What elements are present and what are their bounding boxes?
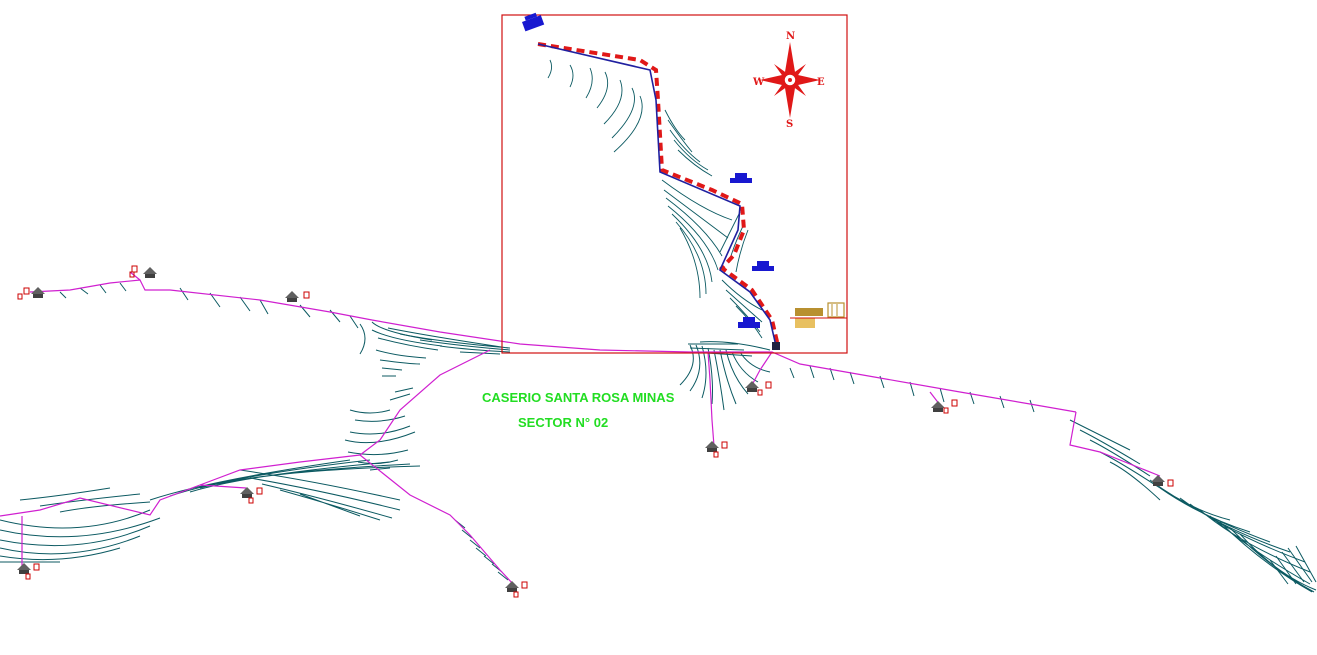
house-icon bbox=[129, 265, 157, 278]
house-icon bbox=[705, 441, 728, 458]
inset-frame bbox=[501, 14, 848, 354]
map-subtitle: SECTOR N° 02 bbox=[518, 415, 609, 430]
compass-west-label: W bbox=[752, 77, 765, 88]
house-icon bbox=[240, 487, 263, 504]
house-icon bbox=[1151, 475, 1174, 487]
reservoir-icon bbox=[752, 261, 774, 271]
map-title: CASERIO SANTA ROSA MINAS bbox=[482, 390, 675, 405]
building-icon bbox=[790, 302, 847, 328]
water-tank-icon bbox=[730, 173, 752, 183]
distribution-network bbox=[0, 271, 1161, 586]
house-icon bbox=[931, 399, 958, 414]
compass-north-label: N bbox=[786, 31, 795, 42]
house-markers bbox=[17, 265, 1174, 598]
tank-icon-lower bbox=[738, 317, 760, 328]
inset-contours bbox=[547, 59, 763, 339]
compass-east-label: E bbox=[817, 77, 825, 88]
house-icon bbox=[745, 381, 772, 396]
house-icon bbox=[17, 287, 45, 300]
intake-structure-icon bbox=[522, 12, 545, 32]
compass-south-label: S bbox=[786, 119, 793, 130]
house-icon bbox=[505, 581, 528, 598]
inset-pipe-line bbox=[537, 43, 777, 347]
house-icon bbox=[285, 291, 310, 302]
house-icon bbox=[17, 563, 40, 580]
north-arrow-icon: N S E W bbox=[752, 31, 825, 130]
inset-proposed-route bbox=[537, 42, 780, 347]
route-end-marker bbox=[772, 342, 780, 350]
contour-lines bbox=[0, 282, 1317, 593]
